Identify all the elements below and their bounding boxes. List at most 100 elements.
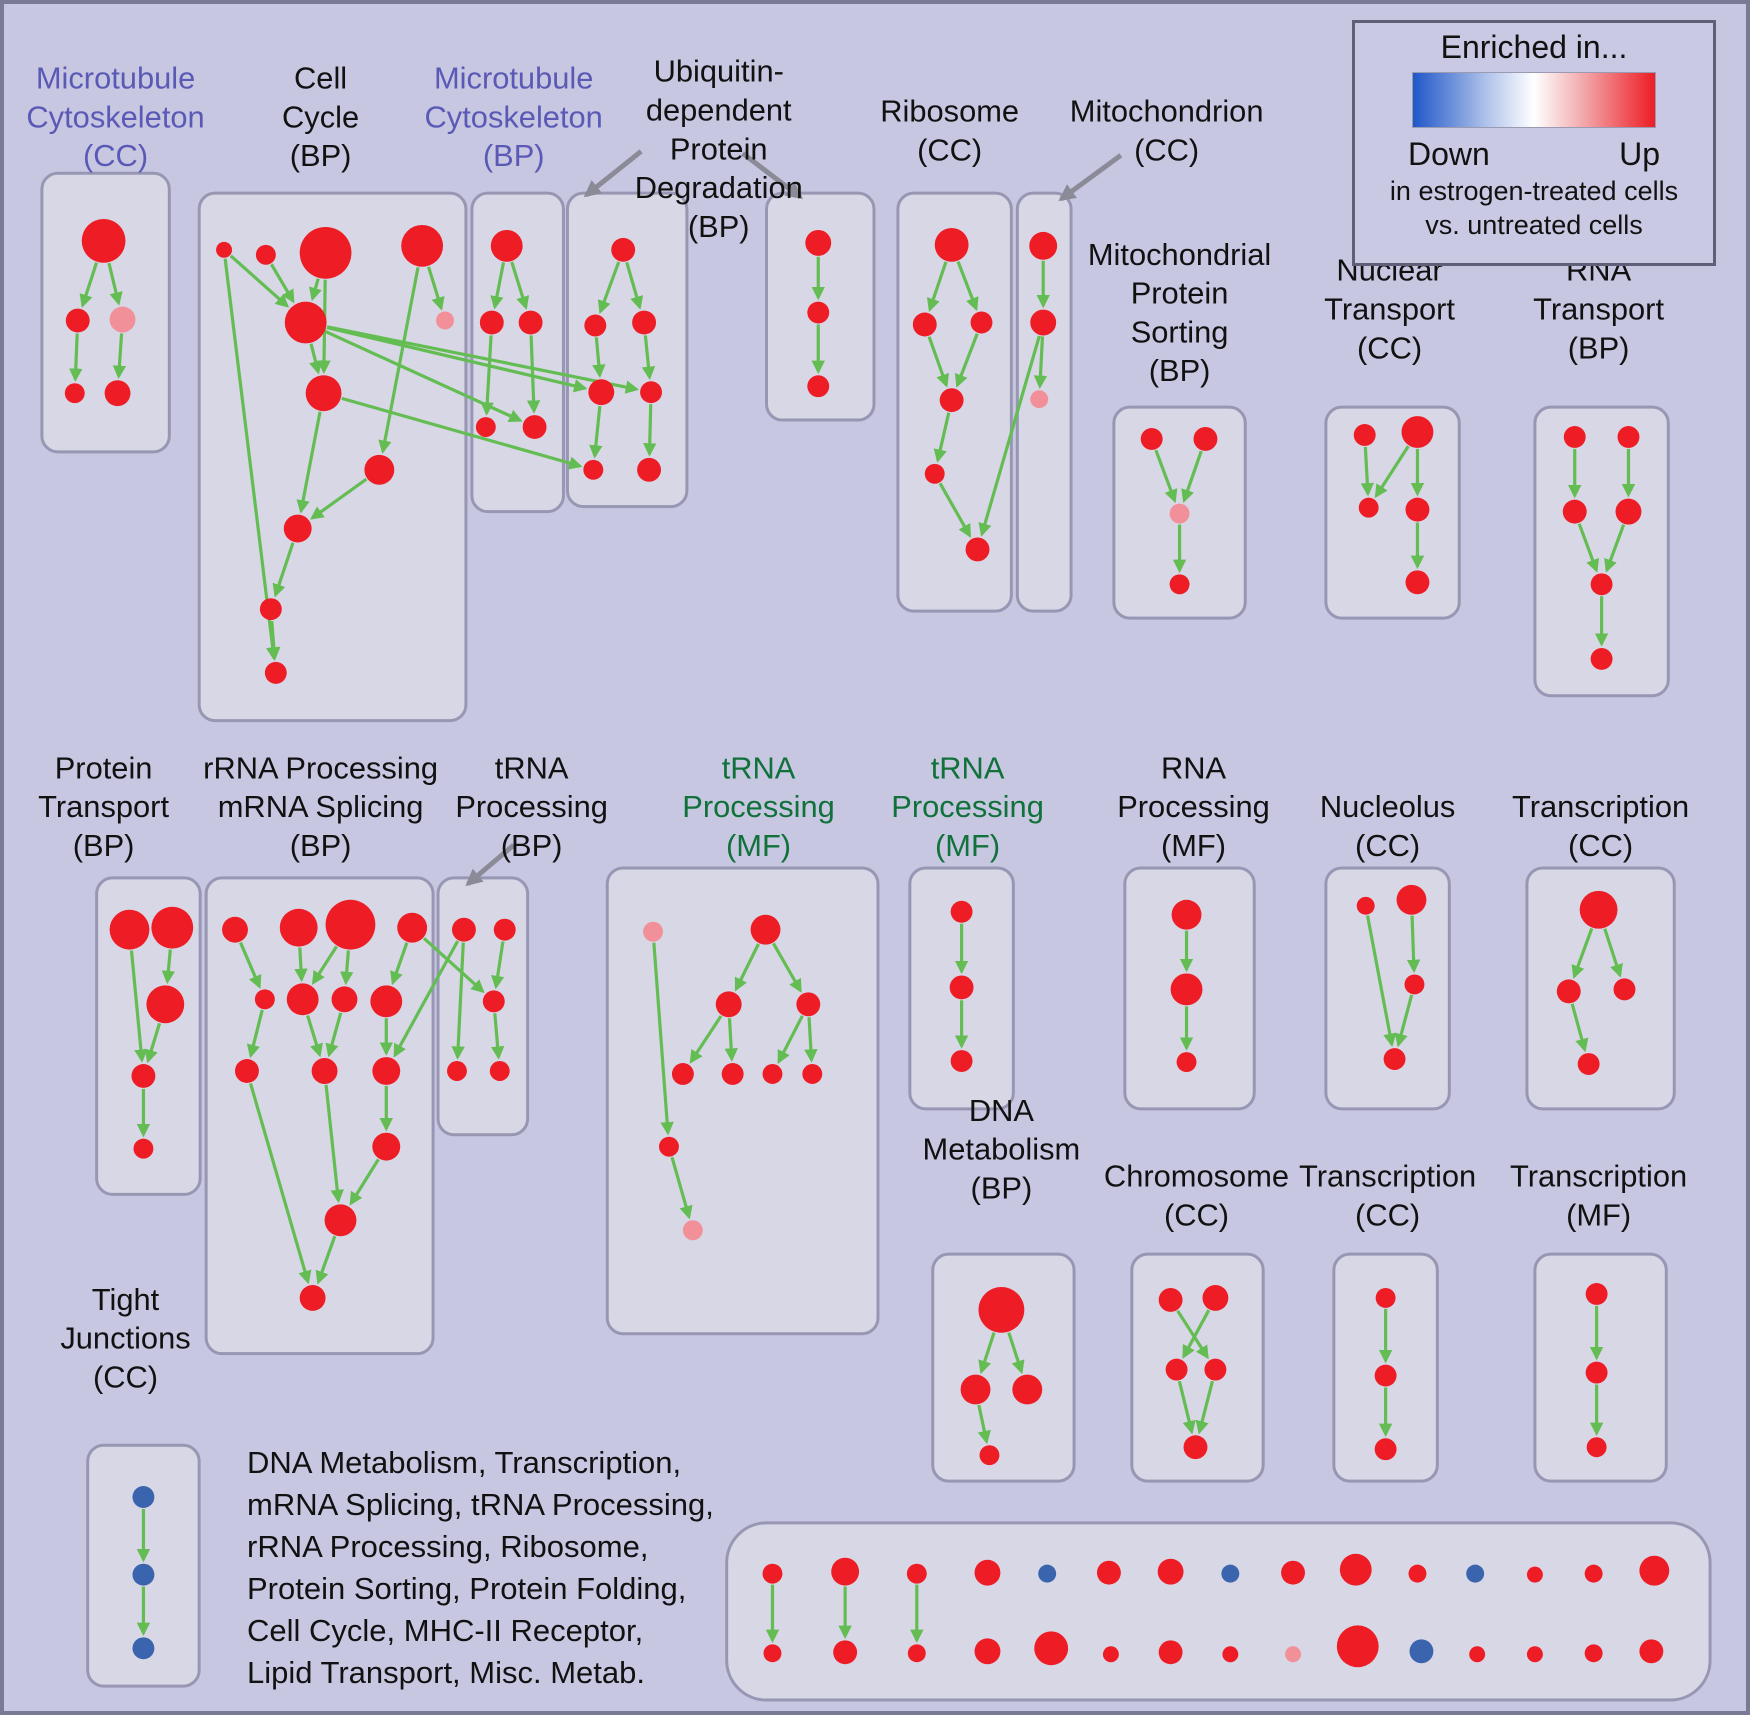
graph-node bbox=[436, 311, 454, 330]
graph-node bbox=[611, 237, 636, 262]
graph-edge bbox=[491, 941, 505, 990]
cluster-label-txnmf: Transcription(MF) bbox=[1510, 1158, 1687, 1232]
graph-node bbox=[762, 1563, 783, 1584]
graph-node bbox=[324, 1204, 357, 1237]
graph-node bbox=[1285, 1646, 1302, 1663]
graph-edge bbox=[1195, 1380, 1214, 1435]
graph-node bbox=[493, 918, 516, 941]
graph-node bbox=[451, 917, 476, 942]
graph-edge bbox=[938, 482, 972, 538]
legend-up-label: Up bbox=[1619, 136, 1660, 172]
graph-node bbox=[1202, 1284, 1229, 1311]
graph-node bbox=[682, 1220, 703, 1241]
graph-node bbox=[132, 1486, 155, 1508]
graph-node bbox=[1590, 573, 1613, 596]
graph-edge bbox=[1181, 450, 1203, 503]
graph-edge bbox=[933, 412, 951, 463]
graph-node bbox=[475, 417, 496, 437]
graph-node bbox=[1526, 1646, 1543, 1663]
graph-edge bbox=[325, 1012, 343, 1058]
graph-node bbox=[1158, 1640, 1183, 1665]
graph-edge bbox=[390, 942, 409, 986]
graph-edge bbox=[804, 1017, 818, 1063]
cluster-box-nucleolus bbox=[1324, 866, 1451, 1111]
graph-node bbox=[831, 1557, 860, 1586]
graph-edge bbox=[1406, 915, 1421, 974]
graph-edge bbox=[294, 947, 308, 983]
graph-node bbox=[64, 383, 85, 404]
graph-node bbox=[1038, 1564, 1057, 1583]
graph-node bbox=[1409, 1639, 1434, 1664]
graph-edge bbox=[490, 262, 506, 310]
graph-node bbox=[1590, 647, 1613, 670]
graph-node bbox=[132, 1563, 155, 1586]
graph-edge bbox=[956, 261, 979, 312]
graph-node bbox=[146, 985, 185, 1024]
graph-edge bbox=[490, 1013, 505, 1060]
cluster-label-mito: Mitochondrion(CC) bbox=[1070, 93, 1264, 167]
graph-node bbox=[305, 375, 342, 412]
graph-edge bbox=[1007, 1332, 1025, 1375]
graph-node bbox=[906, 1563, 927, 1584]
annotation-arrow bbox=[1058, 153, 1123, 202]
graph-edge bbox=[223, 258, 280, 661]
graph-node bbox=[522, 415, 547, 439]
note-line: Protein Sorting, Protein Folding, bbox=[247, 1571, 687, 1606]
graph-node bbox=[279, 908, 318, 947]
graph-node bbox=[1170, 973, 1203, 1006]
graph-node bbox=[924, 463, 945, 484]
graph-node bbox=[259, 598, 282, 621]
cluster-box-nuctrans bbox=[1324, 405, 1461, 620]
graph-node bbox=[1396, 884, 1427, 915]
graph-edge bbox=[326, 325, 640, 394]
graph-edge bbox=[249, 1082, 312, 1285]
graph-node bbox=[1526, 1566, 1543, 1583]
graph-edge bbox=[306, 1015, 323, 1058]
graph-node bbox=[1579, 890, 1618, 929]
graph-node bbox=[518, 310, 543, 335]
graph-node bbox=[950, 900, 973, 923]
graph-node bbox=[659, 1136, 679, 1157]
graph-node bbox=[833, 1640, 858, 1665]
graph-node bbox=[1012, 1374, 1043, 1405]
graph-node bbox=[299, 226, 352, 279]
graph-edge bbox=[1604, 524, 1626, 573]
graph-node bbox=[1584, 1644, 1603, 1663]
graph-node bbox=[1157, 1558, 1184, 1585]
graph-node bbox=[1034, 1631, 1069, 1666]
graph-node bbox=[763, 1644, 782, 1663]
graph-edge bbox=[689, 1015, 723, 1064]
annotation-arrow bbox=[741, 151, 804, 200]
cluster-box-chromosome bbox=[1130, 1252, 1265, 1483]
graph-node bbox=[939, 388, 964, 413]
graph-node bbox=[490, 229, 523, 262]
graph-edge bbox=[670, 1156, 693, 1220]
graph-node bbox=[1171, 899, 1202, 930]
note-line: Cell Cycle, MHC-II Receptor, bbox=[247, 1613, 644, 1648]
graph-node bbox=[1374, 1438, 1397, 1461]
graph-node bbox=[1469, 1646, 1486, 1663]
graph-edge bbox=[378, 267, 420, 454]
legend: Enriched in... Down Up in estrogen-treat… bbox=[1352, 20, 1716, 266]
cluster-label-txncc2: Transcription(CC) bbox=[1299, 1158, 1476, 1232]
graph-node bbox=[104, 380, 131, 407]
graph-edge bbox=[927, 336, 950, 388]
graph-node bbox=[131, 1064, 156, 1088]
graph-node bbox=[907, 1644, 926, 1663]
graph-node bbox=[1563, 426, 1586, 448]
note-line: mRNA Splicing, tRNA Processing, bbox=[247, 1487, 714, 1522]
cluster-box-trnamf1 bbox=[605, 866, 880, 1336]
cluster-label-txncc: Transcription(CC) bbox=[1512, 789, 1689, 863]
graph-node bbox=[1408, 1564, 1427, 1583]
graph-edge bbox=[309, 278, 322, 302]
graph-node bbox=[1030, 309, 1057, 336]
graph-node bbox=[1140, 428, 1163, 450]
graph-edge bbox=[977, 1404, 991, 1445]
graph-node bbox=[1353, 424, 1376, 446]
cluster-box-txncc bbox=[1525, 866, 1676, 1111]
